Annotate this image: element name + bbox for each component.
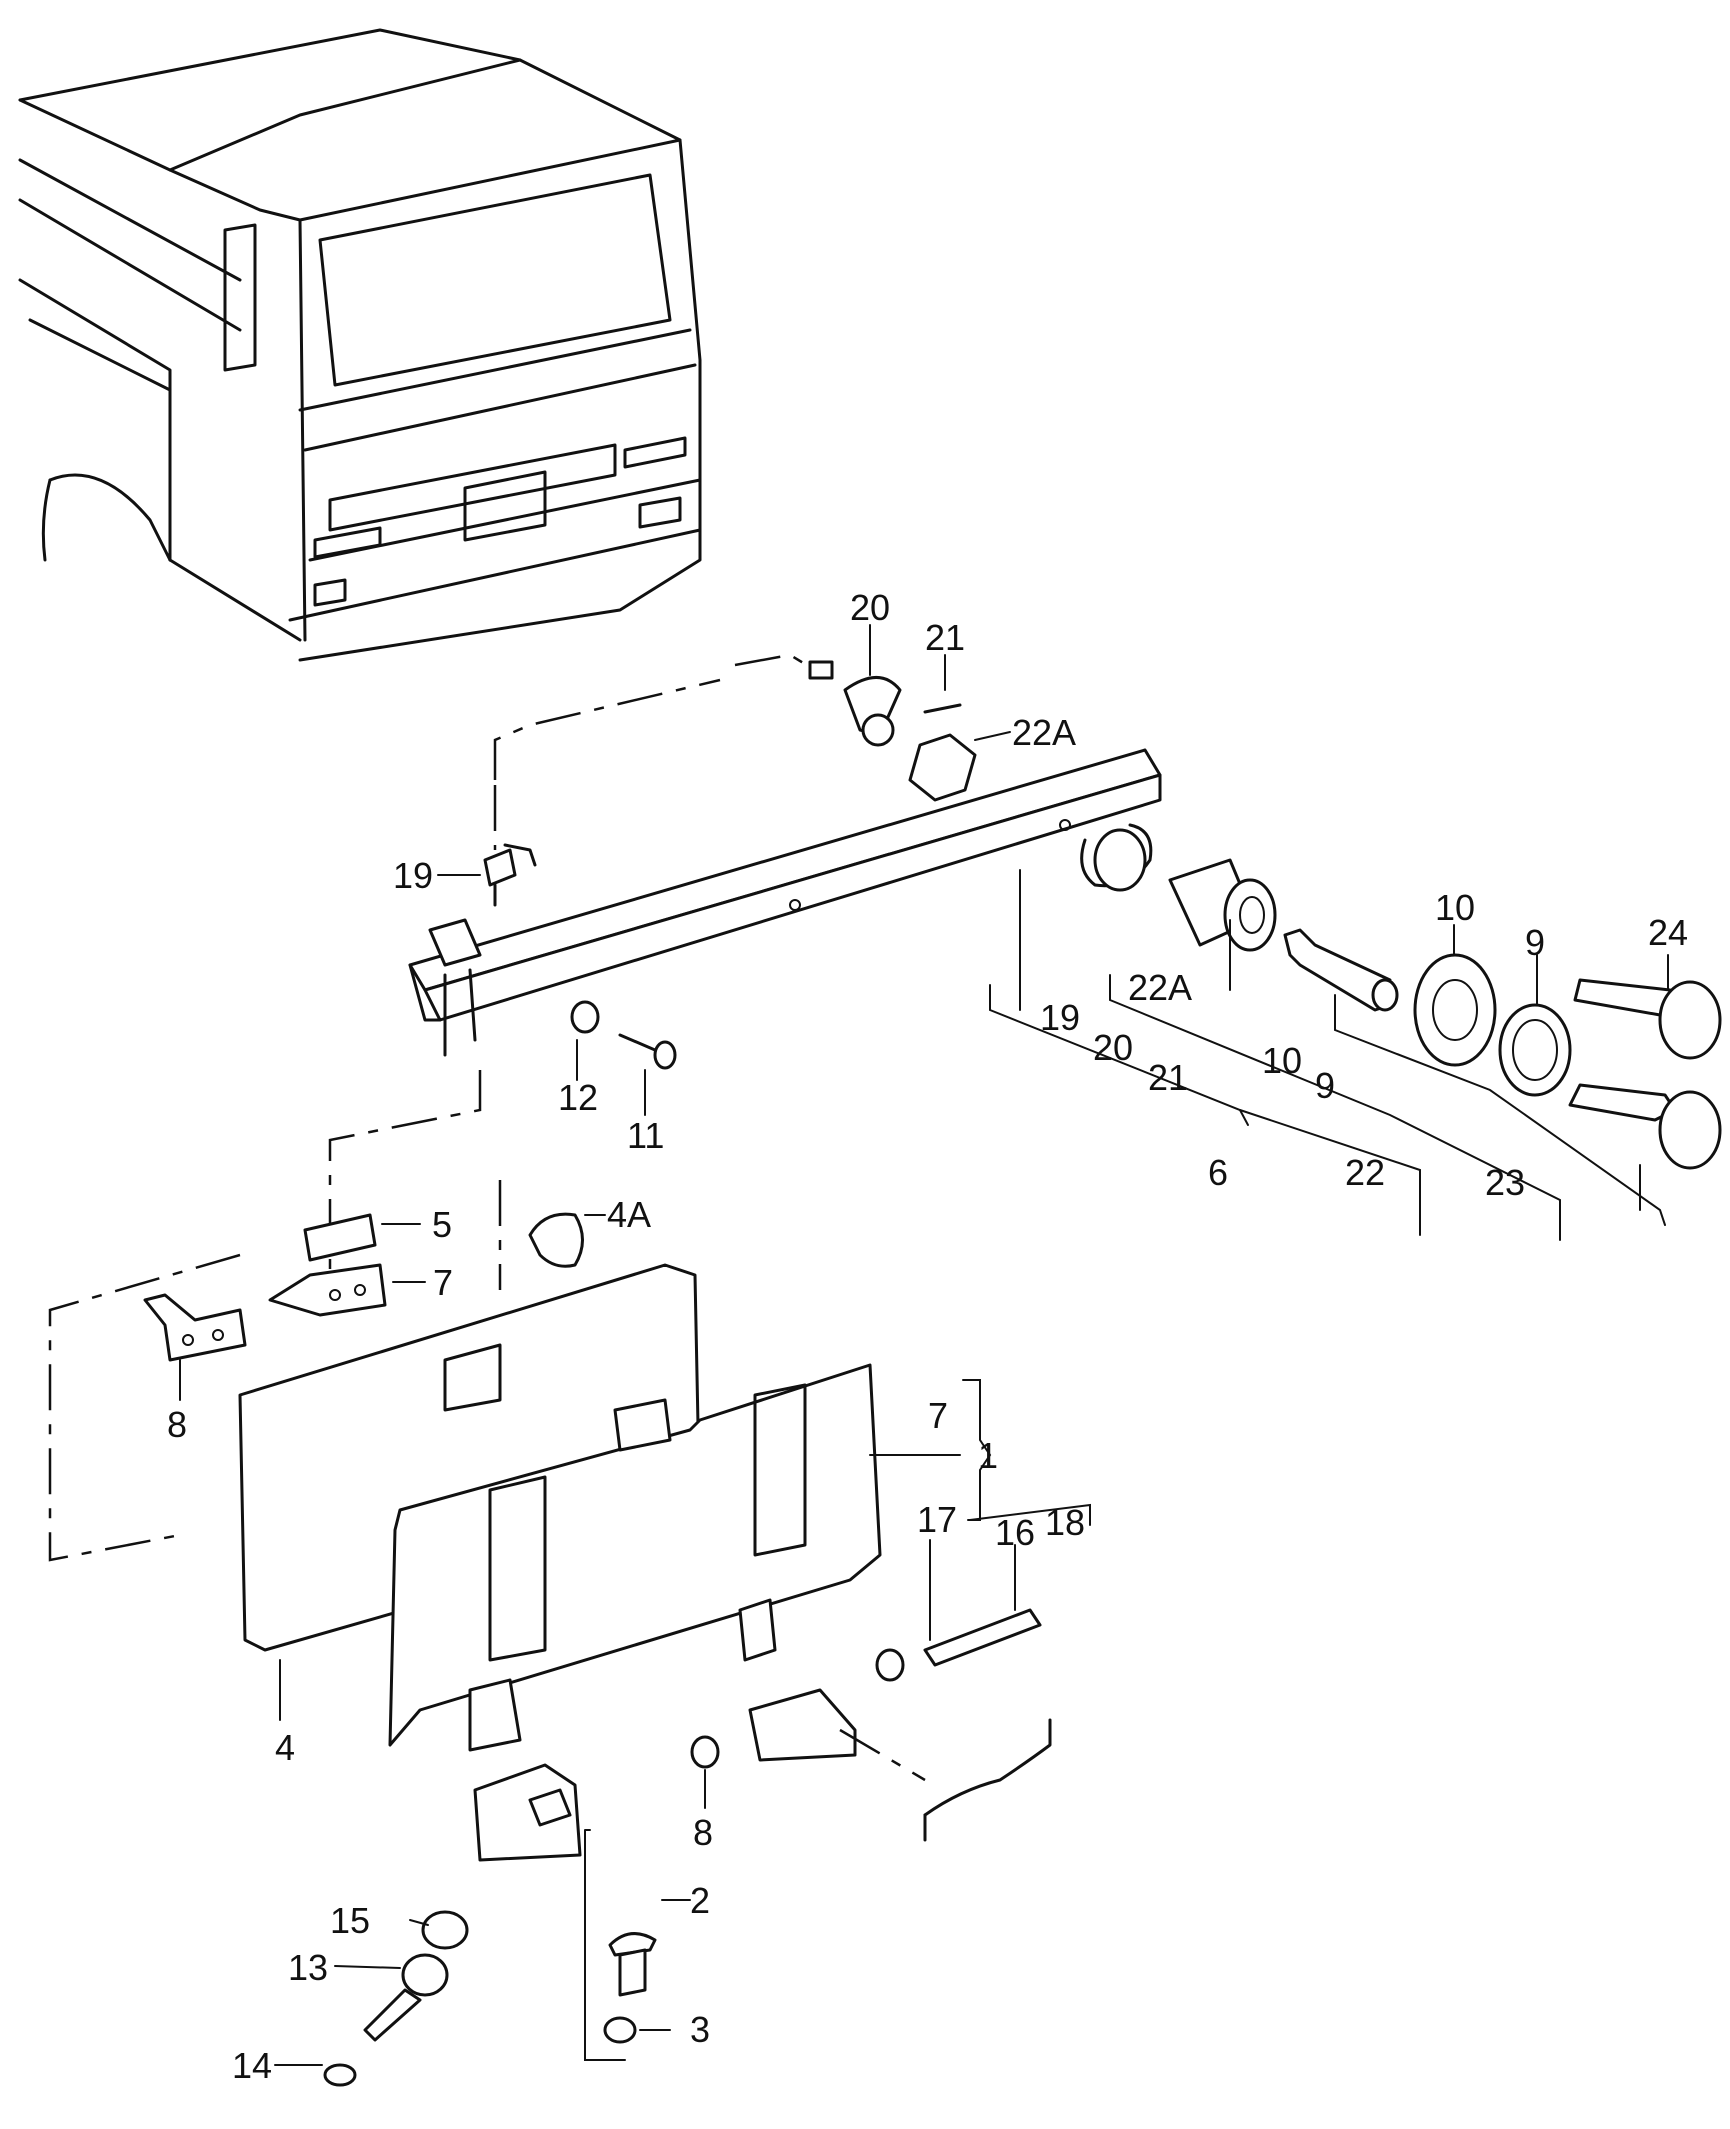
washer-14	[323, 2063, 357, 2087]
buffer-4a	[528, 1212, 584, 1268]
callout-19b: 19	[1040, 997, 1080, 1038]
bolt-group-bracket	[584, 1829, 626, 2061]
cable-clip-19	[483, 843, 537, 907]
pin-21	[923, 703, 962, 714]
callout-4: 4	[275, 1727, 295, 1768]
callout-13: 13	[288, 1947, 328, 1988]
lock-insert	[1283, 928, 1399, 1012]
bracket-7	[268, 1263, 387, 1317]
callout-20b: 20	[1093, 1027, 1133, 1068]
callout-10a: 10	[1435, 887, 1475, 928]
small-spring	[528, 1788, 572, 1827]
bolt-2	[608, 1932, 657, 1997]
callout-11: 11	[627, 1115, 664, 1156]
van-rear-illustration	[18, 28, 702, 662]
callout-17: 17	[917, 1499, 957, 1540]
callout-7a: 7	[433, 1262, 453, 1303]
spring-18	[839, 1718, 1052, 1842]
callout-15: 15	[330, 1900, 370, 1941]
cap-9	[1498, 1003, 1572, 1097]
callout-9a: 9	[1525, 922, 1545, 963]
washer-12	[570, 1000, 600, 1034]
callout-10b: 10	[1262, 1040, 1302, 1081]
callout-23: 23	[1485, 1162, 1525, 1203]
callout-12: 12	[558, 1077, 598, 1118]
release-cable	[328, 653, 834, 1290]
callout-16: 16	[995, 1512, 1035, 1553]
license-plate-holder-1	[388, 1363, 882, 1862]
washer-17	[875, 1648, 905, 1682]
callout-22a-bracket: 22A	[1128, 967, 1192, 1008]
nut-22a	[908, 733, 977, 802]
callout-18: 18	[1045, 1502, 1085, 1543]
lock-carrier-bar	[408, 748, 1162, 1057]
bracket-group-outline	[48, 1180, 502, 1562]
screw-13	[363, 1953, 449, 2042]
cap-15	[421, 1910, 469, 1950]
callout-7b: 7	[928, 1395, 948, 1436]
callout-labels: 20 21 22A 19 12 11 10 9 24 22A 19 20 21 …	[167, 587, 1688, 2086]
bracket-8	[143, 1293, 247, 1362]
callout-6: 6	[1208, 1152, 1228, 1193]
callout-4a: 4A	[607, 1194, 651, 1235]
leader-lines	[179, 624, 1669, 2066]
washer-8	[690, 1735, 720, 1769]
lock-cylinder-22	[1168, 858, 1277, 952]
callout-5: 5	[432, 1204, 452, 1245]
callout-22: 22	[1345, 1152, 1385, 1193]
callout-22a-top: 22A	[1012, 712, 1076, 753]
clip-3	[603, 2016, 637, 2044]
screw-11	[618, 1033, 677, 1070]
callout-8a: 8	[167, 1404, 187, 1445]
lock-lever-20	[843, 676, 902, 747]
callout-9b: 9	[1315, 1065, 1335, 1106]
plate-5	[303, 1213, 377, 1262]
callout-3: 3	[690, 2009, 710, 2050]
callout-21a: 21	[925, 617, 965, 658]
callout-20a: 20	[850, 587, 890, 628]
callout-21b: 21	[1148, 1057, 1188, 1098]
callout-19a: 19	[393, 855, 433, 896]
callout-1: 1	[978, 1435, 998, 1476]
callout-8b: 8	[693, 1812, 713, 1853]
callout-24: 24	[1648, 912, 1688, 953]
seal-ring-10	[1413, 953, 1497, 1067]
callout-2: 2	[690, 1880, 710, 1921]
callout-14: 14	[232, 2045, 272, 2086]
keys-24	[1568, 978, 1722, 1170]
pin-16	[923, 1608, 1042, 1667]
